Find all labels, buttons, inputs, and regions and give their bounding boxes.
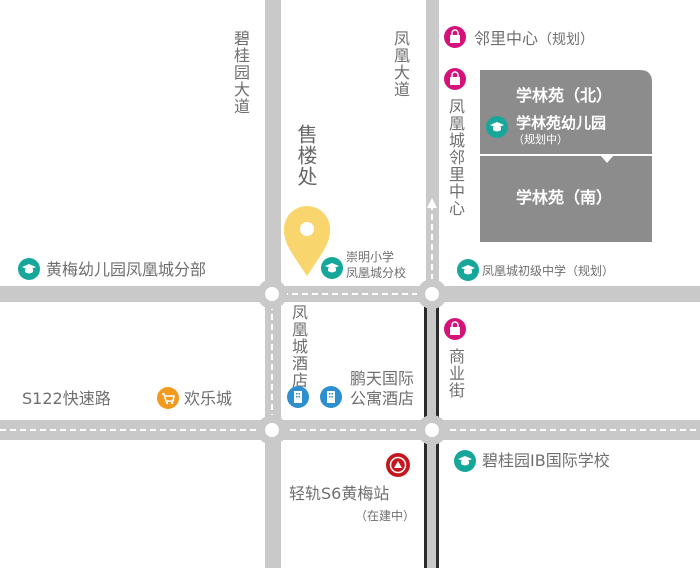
hotel-building-icon [320, 386, 342, 408]
block-south-label: 学林苑（南） [516, 188, 613, 207]
poi-pengtian-line1: 鹏天国际 [350, 369, 415, 388]
road-label-biguiyuan-avenue: 碧桂园大道 [231, 30, 250, 115]
poi-chongming-school-line1: 崇明小学 [346, 250, 395, 264]
hotel-building-icon [287, 386, 309, 408]
poi-chongming-school-line2: 凤凰城分校 [346, 266, 407, 280]
shopping-bag-icon [444, 26, 466, 48]
poi-metro-station: 轻轨S6黄梅站 [289, 484, 390, 503]
sales-office-label: 售楼处 [294, 124, 318, 187]
road-upper-cross [0, 286, 700, 302]
route-arrow-north [427, 198, 437, 208]
school-cap-icon [454, 450, 476, 472]
road-label-fenghuang-avenue: 凤凰大道 [391, 30, 410, 98]
metro-station-icon [386, 453, 410, 477]
shopping-bag-icon [444, 318, 466, 340]
intersection-nw [257, 279, 287, 309]
road-label-commercial-street: 商业街 [446, 348, 465, 399]
poi-huangmei-kindergarten: 黄梅幼儿园凤凰城分部 [46, 260, 207, 279]
intersection-sw [257, 415, 287, 445]
block-north-label: 学林苑（北） [516, 86, 613, 105]
poi-neighborhood-center: 邻里中心（规划） [474, 29, 595, 48]
poi-pengtian-line2: 公寓酒店 [350, 389, 415, 408]
poi-ib-school: 碧桂园IB国际学校 [482, 451, 610, 470]
xuelinyuan-block [480, 70, 652, 242]
road-label-s122: S122快速路 [22, 389, 111, 408]
poi-neighborhood-center-note: （规划） [538, 32, 595, 48]
shopping-bag-icon [444, 68, 466, 90]
school-cap-icon [321, 257, 343, 279]
school-cap-icon [18, 258, 40, 280]
intersection-ne [417, 279, 447, 309]
poi-neighborhood-center-name: 邻里中心 [474, 29, 539, 48]
block-kindergarten-label: 学林苑幼儿园 [516, 114, 607, 132]
sales-office-pin-icon [284, 206, 330, 276]
shopping-cart-icon [157, 387, 179, 409]
block-kindergarten-note: （规划中） [513, 133, 568, 146]
road-label-hotel: 凤凰城酒店 [289, 304, 308, 389]
poi-metro-note: （在建中） [355, 509, 416, 523]
school-cap-icon [457, 259, 479, 281]
intersection-se [417, 415, 447, 445]
school-cap-icon [486, 116, 508, 138]
poi-happy-city: 欢乐城 [184, 389, 233, 408]
road-label-neighborhood: 凤凰城邻里中心 [446, 98, 465, 217]
poi-fenghuang-middle-school: 凤凰城初级中学（规划） [482, 264, 615, 278]
